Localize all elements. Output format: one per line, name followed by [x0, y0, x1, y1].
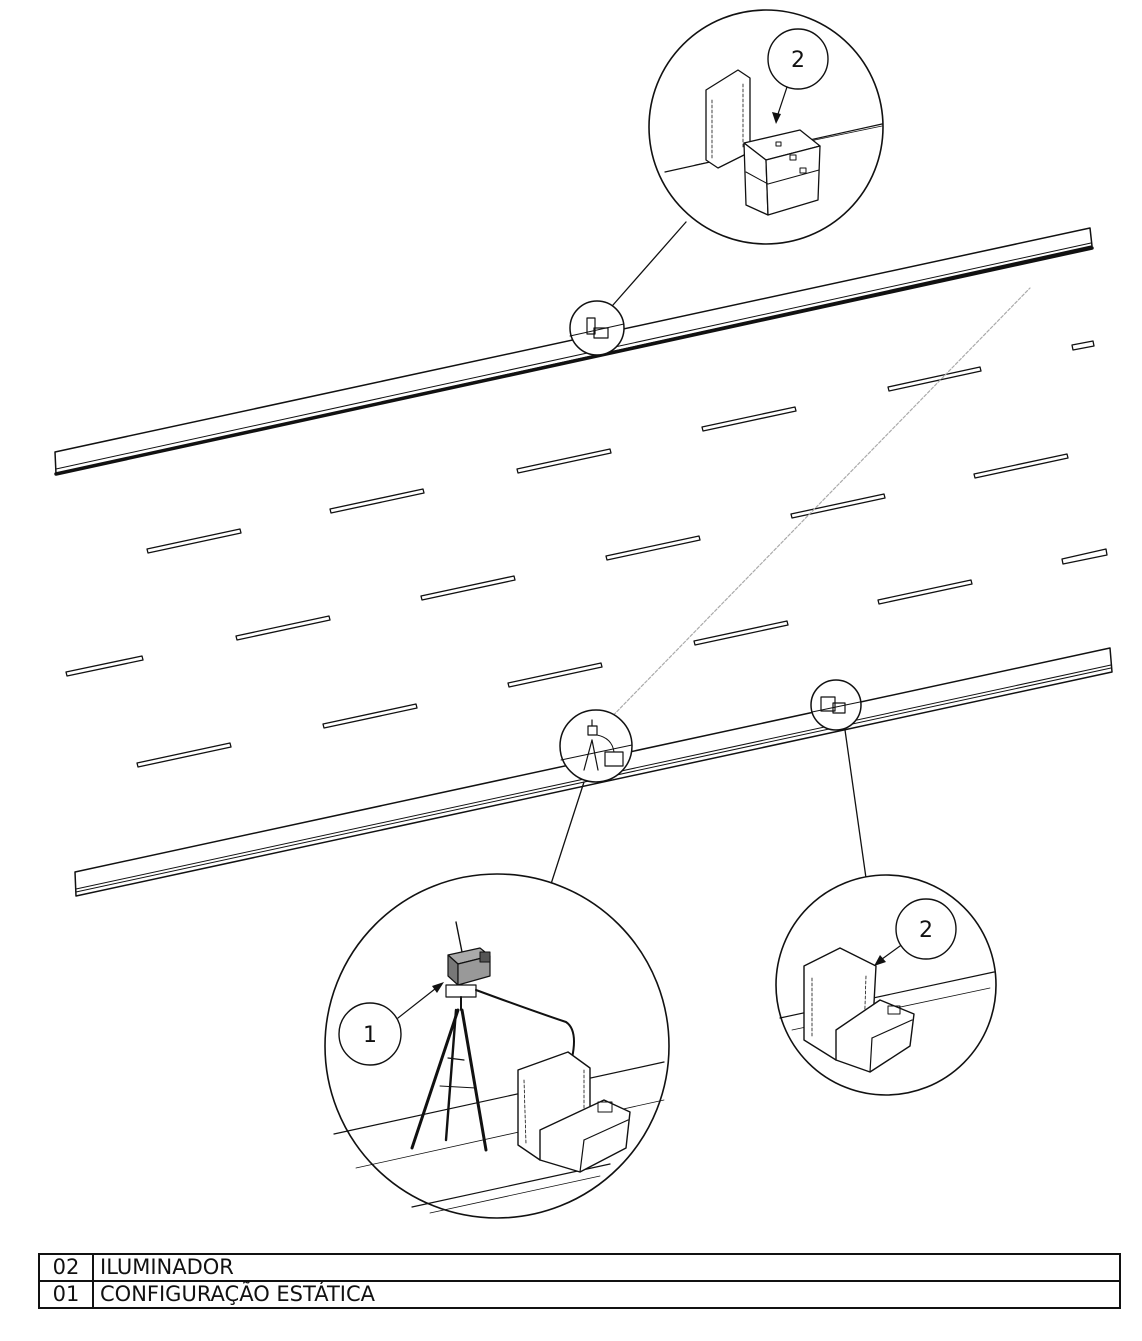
top-barrier — [54, 227, 1094, 476]
detail-bottom-illuminator: 2 — [775, 874, 997, 1096]
lane-dash — [516, 448, 612, 474]
parts-list-table: 02 ILUMINADOR 01 CONFIGURAÇÃO ESTÁTICA — [38, 1253, 1121, 1309]
lane-dash — [693, 620, 789, 646]
parts-list-row: 02 ILUMINADOR — [38, 1253, 1121, 1282]
sight-line — [595, 287, 1031, 734]
callout-number-top: 2 — [791, 48, 805, 73]
callout-number-bottom: 2 — [919, 918, 933, 943]
lane-dash — [790, 493, 886, 519]
detail-top-illuminator: 2 — [648, 9, 884, 245]
callout-bubble-camera — [338, 1002, 402, 1066]
item-number: 01 — [38, 1280, 94, 1309]
lane-dash — [605, 535, 701, 561]
lane-dash — [973, 453, 1069, 479]
callout-bubble-bottom — [895, 898, 957, 960]
leader-line-camera — [550, 781, 585, 885]
lane-markings — [65, 340, 1108, 768]
item-description: ILUMINADOR — [92, 1253, 1121, 1282]
item-number: 02 — [38, 1253, 94, 1282]
parts-list-row: 01 CONFIGURAÇÃO ESTÁTICA — [38, 1280, 1121, 1309]
lane-dash — [1061, 548, 1108, 565]
lane-dash — [420, 575, 516, 601]
lane-dash — [322, 703, 418, 729]
location-marker-top — [569, 300, 625, 356]
lane-dash — [136, 742, 232, 768]
lane-dash — [507, 662, 603, 688]
detail-camera-tripod: 1 — [324, 873, 670, 1219]
road-installation-drawing: 2 1 — [54, 9, 1113, 1219]
callout-number-camera: 1 — [363, 1023, 377, 1048]
lane-dash — [65, 655, 144, 677]
callout-bubble-top — [767, 28, 829, 90]
lane-dash — [235, 615, 331, 641]
lane-dash — [146, 528, 242, 554]
lane-dash — [701, 406, 797, 432]
lane-dash — [877, 579, 973, 605]
leader-line-bottom — [844, 729, 867, 879]
location-marker-bottom — [810, 679, 862, 731]
lane-dash — [887, 366, 982, 392]
leader-line-top — [612, 221, 687, 306]
lane-dash — [1071, 340, 1095, 351]
lane-dash — [329, 488, 425, 514]
location-marker-camera — [559, 709, 633, 783]
item-description: CONFIGURAÇÃO ESTÁTICA — [92, 1280, 1121, 1309]
